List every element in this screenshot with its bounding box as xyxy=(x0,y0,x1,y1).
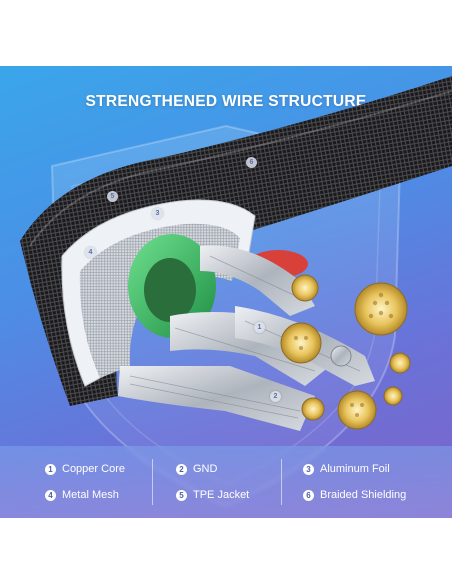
legend-number: 1 xyxy=(45,463,56,475)
legend-label: TPE Jacket xyxy=(193,489,250,501)
layer-marker: 5 xyxy=(107,191,118,202)
copper-core-end xyxy=(337,390,377,430)
headline: STRENGTHENED WIRE STRUCTURE xyxy=(85,93,367,110)
legend-item-copper-core: 1 Copper Core xyxy=(45,463,125,475)
legend-number: 5 xyxy=(176,489,187,501)
ground-wire-strands xyxy=(118,366,315,431)
cable-cross-section-illustration xyxy=(20,76,452,431)
copper-core-end xyxy=(383,386,403,406)
copper-core-end xyxy=(280,322,322,364)
silver-core-end xyxy=(330,345,352,367)
layer-marker: 2 xyxy=(270,391,281,402)
product-banner: STRENGTHENED WIRE STRUCTURE xyxy=(0,66,452,518)
legend-item-gnd: 2 GND xyxy=(176,463,217,475)
legend-item-braided-shielding: 6 Braided Shielding xyxy=(303,489,406,501)
copper-core-end xyxy=(301,397,325,421)
legend-number: 3 xyxy=(303,463,314,475)
legend-number: 4 xyxy=(45,489,56,501)
legend-label: GND xyxy=(193,463,218,475)
legend-divider xyxy=(152,459,153,505)
legend-divider xyxy=(281,459,282,505)
braided-jacket xyxy=(20,76,452,406)
legend-label: Copper Core xyxy=(62,463,125,475)
layer-marker: 4 xyxy=(85,247,96,258)
legend-panel xyxy=(0,446,452,518)
legend-item-tpe-jacket: 5 TPE Jacket xyxy=(176,489,249,501)
legend-label: Metal Mesh xyxy=(62,489,119,501)
legend-item-metal-mesh: 4 Metal Mesh xyxy=(45,489,119,501)
legend-number: 6 xyxy=(303,489,314,501)
layer-marker: 1 xyxy=(254,322,265,333)
copper-core-end xyxy=(291,274,319,302)
legend-label: Aluminum Foil xyxy=(320,463,390,475)
legend-label: Braided Shielding xyxy=(320,489,407,501)
layer-marker: 6 xyxy=(246,157,257,168)
copper-core-end xyxy=(354,282,408,336)
legend-item-aluminum-foil: 3 Aluminum Foil xyxy=(303,463,390,475)
copper-core-end xyxy=(389,352,411,374)
layer-marker: 3 xyxy=(152,208,163,219)
legend-number: 2 xyxy=(176,463,187,475)
